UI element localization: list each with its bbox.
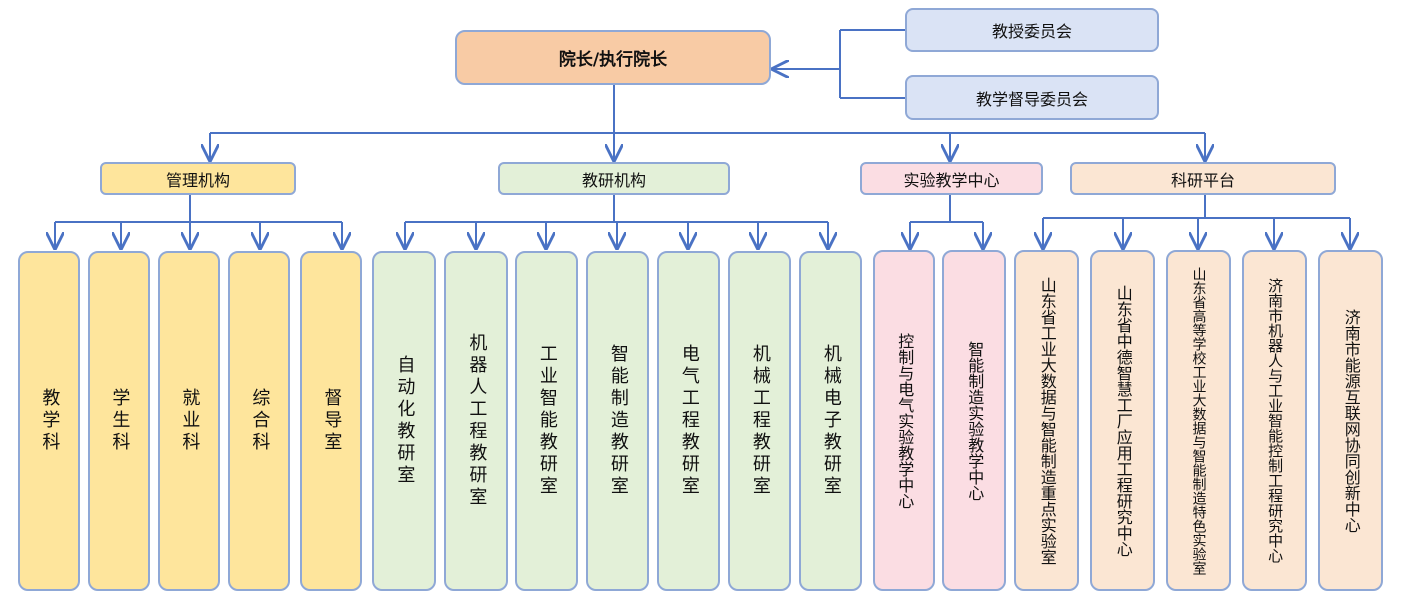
leaf-experimental-center: 智能制造实验教学中心 xyxy=(942,250,1006,591)
leaf-teaching-research: 自动化教研室 xyxy=(372,251,436,591)
category-experimental-center: 实验教学中心 xyxy=(860,162,1043,195)
leaf-management: 综合科 xyxy=(228,251,290,591)
root-node-president: 院长/执行院长 xyxy=(455,30,771,85)
leaf-label: 山东省工业大数据与智能制造重点实验室 xyxy=(1037,276,1057,565)
leaf-label: 山东省中德智慧工厂应用工程研究中心 xyxy=(1113,284,1133,557)
committee-professors: 教授委员会 xyxy=(905,8,1159,52)
leaf-label: 自动化教研室 xyxy=(394,355,416,487)
leaf-label: 济南市机器人与工业智能控制工程研究中心 xyxy=(1266,278,1285,563)
leaf-management: 学生科 xyxy=(88,251,150,591)
leaf-teaching-research: 智能制造教研室 xyxy=(586,251,649,591)
category-label: 教研机构 xyxy=(581,170,646,190)
leaf-management: 教学科 xyxy=(18,251,80,591)
leaf-teaching-research: 工业智能教研室 xyxy=(515,251,578,591)
leaf-label: 智能制造实验教学中心 xyxy=(965,340,985,501)
leaf-management: 就业科 xyxy=(158,251,220,591)
leaf-label: 机械工程教研室 xyxy=(749,344,771,498)
category-research-platform: 科研平台 xyxy=(1070,162,1336,195)
leaf-teaching-research: 机械电子教研室 xyxy=(799,251,862,591)
leaf-label: 综合科 xyxy=(249,388,271,454)
leaf-research-platform: 山东省高等学校工业大数据与智能制造特色实验室 xyxy=(1166,250,1231,591)
leaf-label: 济南市能源互联网协同创新中心 xyxy=(1341,308,1361,533)
leaf-teaching-research: 机械工程教研室 xyxy=(728,251,791,591)
category-label: 实验教学中心 xyxy=(903,170,1000,190)
root-label: 院长/执行院长 xyxy=(558,50,668,70)
category-management: 管理机构 xyxy=(100,162,296,195)
leaf-management: 督导室 xyxy=(300,251,362,591)
leaf-label: 山东省高等学校工业大数据与智能制造特色实验室 xyxy=(1190,266,1207,575)
leaf-teaching-research: 电气工程教研室 xyxy=(657,251,720,591)
leaf-label: 督导室 xyxy=(321,388,343,454)
leaf-label: 电气工程教研室 xyxy=(678,344,700,498)
committee-label: 教授委员会 xyxy=(991,22,1072,41)
leaf-label: 机器人工程教研室 xyxy=(466,333,488,509)
leaf-research-platform: 济南市能源互联网协同创新中心 xyxy=(1318,250,1383,591)
leaf-research-platform: 山东省工业大数据与智能制造重点实验室 xyxy=(1014,250,1079,591)
category-label: 科研平台 xyxy=(1170,170,1235,190)
leaf-label: 控制与电气实验教学中心 xyxy=(895,332,915,509)
leaf-label: 教学科 xyxy=(39,388,61,454)
category-label: 管理机构 xyxy=(165,170,230,190)
leaf-label: 工业智能教研室 xyxy=(536,344,558,498)
leaf-label: 智能制造教研室 xyxy=(607,344,629,498)
leaf-research-platform: 山东省中德智慧工厂应用工程研究中心 xyxy=(1090,250,1155,591)
leaf-research-platform: 济南市机器人与工业智能控制工程研究中心 xyxy=(1242,250,1307,591)
leaf-experimental-center: 控制与电气实验教学中心 xyxy=(873,250,935,591)
committee-teaching-supervision: 教学督导委员会 xyxy=(905,75,1159,120)
leaf-label: 就业科 xyxy=(179,388,201,454)
category-teaching-research: 教研机构 xyxy=(498,162,730,195)
leaf-teaching-research: 机器人工程教研室 xyxy=(444,251,508,591)
leaf-label: 学生科 xyxy=(109,388,131,454)
leaf-label: 机械电子教研室 xyxy=(820,344,842,498)
committee-label: 教学督导委员会 xyxy=(975,89,1088,109)
